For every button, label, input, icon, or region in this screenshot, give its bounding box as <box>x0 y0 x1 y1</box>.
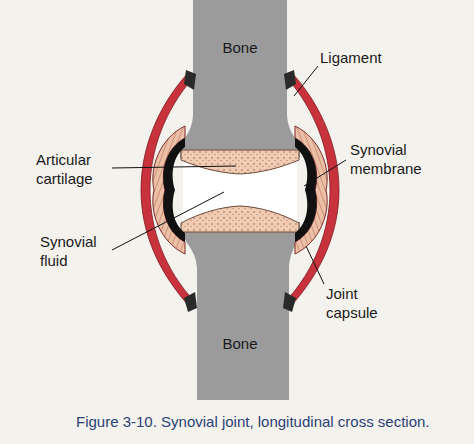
joint-capsule <box>153 126 185 254</box>
synovial-membrane <box>163 138 185 242</box>
leader-line <box>304 160 346 186</box>
part-label: Synovial membrane <box>350 140 432 178</box>
leader-line <box>112 192 224 250</box>
part-label: Ligament <box>320 48 382 67</box>
bone <box>182 222 300 400</box>
articular-cartilage <box>181 206 299 232</box>
figure-caption: Figure 3-10. Synovial joint, longitudina… <box>76 412 430 431</box>
part-label: Joint capsule <box>326 284 400 322</box>
joint-side-left <box>141 70 197 312</box>
ligament-attachment <box>184 70 196 90</box>
joint-side-right <box>283 70 339 312</box>
joint-capsule <box>295 126 327 254</box>
bone-label: Bone <box>222 38 257 57</box>
ligament <box>285 73 339 307</box>
ligament-attachment <box>184 292 197 312</box>
ligament-attachment <box>284 70 296 90</box>
bone-label: Bone <box>222 334 257 353</box>
bone <box>180 0 300 158</box>
ligament <box>141 73 195 307</box>
ligament-attachment <box>283 292 296 312</box>
part-label: Articular cartilage <box>36 150 112 188</box>
leader-line <box>112 166 236 168</box>
articular-cartilage <box>181 150 299 174</box>
synovial-membrane <box>295 138 317 242</box>
leader-line <box>294 66 318 96</box>
part-label: Synovial fluid <box>40 232 110 270</box>
leader-line <box>306 246 324 284</box>
leader-lines <box>112 66 346 284</box>
